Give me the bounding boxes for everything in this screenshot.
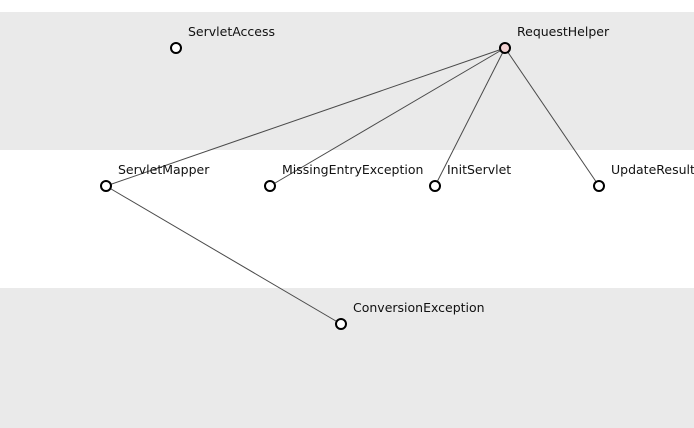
node-marker[interactable] [429,180,441,192]
node-label: MissingEntryException [282,162,423,177]
node-marker[interactable] [335,318,347,330]
layer-band-top [0,12,694,150]
node-marker[interactable] [100,180,112,192]
edge-RequestHelper-to-ServletMapper [105,47,506,187]
node-label: RequestHelper [517,24,610,39]
edge-RequestHelper-to-UpdateResult [504,47,600,187]
node-label: ServletMapper [118,162,210,177]
node-marker[interactable] [593,180,605,192]
node-ServletMapper[interactable]: ServletMapper [100,162,210,192]
node-marker[interactable] [499,42,511,54]
node-marker[interactable] [264,180,276,192]
node-InitServlet[interactable]: InitServlet [429,162,511,192]
node-UpdateResult[interactable]: UpdateResult [593,162,694,192]
node-label: InitServlet [447,162,511,177]
node-label: UpdateResult [611,162,694,177]
edge-RequestHelper-to-InitServlet [434,47,506,187]
node-RequestHelper[interactable]: RequestHelper [499,24,610,54]
edge-RequestHelper-to-MissingEntryException [269,47,506,187]
layer-band-bottom [0,288,694,428]
node-label: ConversionException [353,300,485,315]
node-ServletAccess[interactable]: ServletAccess [170,24,275,54]
node-ConversionException[interactable]: ConversionException [335,300,485,330]
node-label: ServletAccess [188,24,275,39]
node-MissingEntryException[interactable]: MissingEntryException [264,162,423,192]
layer-band-middle [0,150,694,288]
edge-ServletMapper-to-ConversionException [105,185,342,325]
edges-group [105,47,600,325]
node-marker[interactable] [170,42,182,54]
